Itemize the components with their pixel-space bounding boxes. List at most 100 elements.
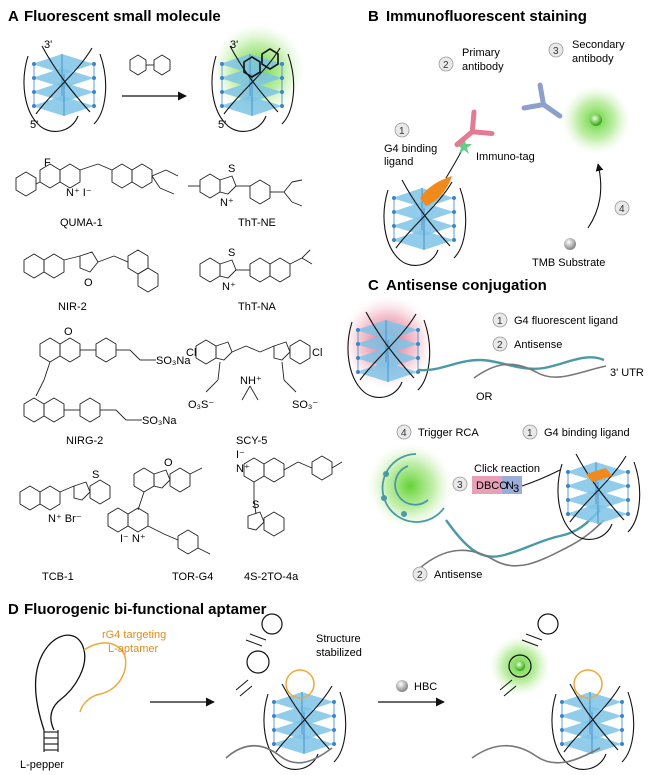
pepper-stem-d-right [499, 633, 543, 697]
panel-a: A Fluorescent small molecule 3' 5' 3' 5' [8, 8, 343, 583]
antisense-strand-bottom [445, 509, 601, 558]
compound-name-5: NIRG-2 [66, 435, 103, 447]
scy-cl-left: Cl [186, 347, 196, 359]
step-c1b-label: G4 binding ligand [544, 427, 630, 439]
scy-cl-right: Cl [312, 347, 322, 359]
immuno-tag-star-icon [456, 138, 472, 154]
step-b1-line2: ligand [384, 156, 413, 168]
step-c4-label: Trigger RCA [418, 427, 479, 439]
nir-2-o-atom: O [84, 277, 93, 289]
n3-box [502, 476, 522, 494]
step-b3-line2: antibody [572, 53, 614, 65]
l-pepper-label: L-pepper [20, 759, 64, 771]
panel-b-title: Immunofluorescent staining [386, 8, 587, 25]
signal-ball-icon [590, 114, 602, 126]
structure-tcb-1 [19, 479, 111, 511]
step-c2-num: 2 [497, 340, 503, 351]
step-c2b-badge [412, 566, 428, 582]
step-c1b-badge [522, 424, 538, 440]
step-c3-num: 3 [457, 480, 463, 491]
n3-label: N [506, 480, 514, 492]
nirg-o-atom-top: O [64, 326, 73, 338]
quma-f-atom: F [44, 157, 51, 169]
green-glow-rca [368, 444, 452, 528]
structure-tht-na [199, 249, 313, 283]
structure-scy-5 [195, 339, 311, 401]
step-c2b-num: 2 [417, 570, 423, 581]
rca-circle [381, 453, 445, 523]
dbco-label: DBCO [476, 480, 508, 492]
step-c1-num: 1 [497, 316, 503, 327]
nirg-so3na-bottom: SO₃Na [142, 415, 177, 427]
nirg-so3na-top: SO₃Na [156, 355, 191, 367]
step-c1b-num: 1 [527, 428, 533, 439]
step-b3-badge [548, 42, 564, 58]
panel-a-title: Fluorescent small molecule [24, 8, 221, 25]
pepper-bulge-d-right [508, 654, 532, 678]
label-5prime-left: 5' [30, 119, 38, 131]
label-3prime-right: 3' [230, 39, 238, 51]
step-c3-badge [452, 476, 468, 492]
panel-b: B Immunofluorescent staining Immuno-tag … [368, 8, 630, 269]
g4-structure-c-bottom [557, 453, 641, 541]
structure-4s-2to-4a [243, 455, 343, 537]
substrate-arrow [587, 163, 604, 229]
structure-tht-ne [188, 173, 303, 207]
compound-name-4: ThT-NA [238, 301, 277, 313]
pepper-loop-d-right [537, 613, 559, 635]
compound-name-7: TCB-1 [42, 571, 74, 583]
structure-tor-g4 [107, 467, 211, 555]
structure-quma-1 [15, 163, 179, 197]
stabilized-line2: stabilized [316, 647, 362, 659]
step-c2-badge [492, 336, 508, 352]
linker-line [445, 149, 463, 179]
label-3prime-left: 3' [44, 39, 52, 51]
tor-ome: O [164, 457, 173, 469]
tcb-br-atom: N⁺ Br⁻ [48, 513, 82, 525]
4s-n-atom: N⁺ [236, 463, 250, 475]
compound-name-9: 4S-2TO-4a [244, 571, 299, 583]
mrna-strand-bottom [419, 519, 605, 569]
structure-nir-2 [23, 249, 159, 293]
hbc-label: HBC [414, 681, 437, 693]
4s-i-atom: I⁻ [236, 449, 245, 461]
step-b2-line2: antibody [462, 61, 504, 73]
rca-inner-arc [394, 465, 429, 506]
rca-dot-3 [401, 511, 407, 517]
step-b4-label: TMB Substrate [532, 257, 605, 269]
antisense-strand-top [417, 356, 605, 372]
g4-ligand-orange [420, 176, 452, 206]
aptamer-loop-d-right [573, 669, 603, 699]
compound-name-1: QUMA-1 [60, 217, 103, 229]
step-c4-badge [396, 424, 412, 440]
bound-ligand-icon [243, 48, 279, 78]
scy-so3-right: SO₃⁻ [292, 399, 318, 411]
panel-c: C Antisense conjugation 3' UTR 1 G4 fluo… [342, 277, 644, 582]
pepper-bulge-d-middle [246, 650, 270, 674]
step-b1-badge [394, 122, 410, 138]
l-pepper-loop [34, 634, 86, 731]
step-b4-badge [614, 200, 630, 216]
tht-ne-n-atom: N⁺ [220, 197, 234, 209]
step-c2-label: Antisense [514, 339, 562, 351]
panel-a-letter: A [8, 8, 19, 25]
stabilized-line1: Structure [316, 633, 361, 645]
aptamer-loop-d-middle [285, 669, 315, 699]
l-aptamer-loop [79, 642, 127, 713]
panel-c-title: Antisense conjugation [386, 277, 547, 294]
rna-strand-d-right [471, 745, 601, 764]
step-b4-num: 4 [619, 204, 625, 215]
or-label: OR [476, 391, 493, 403]
compound-name-8: TOR-G4 [172, 571, 213, 583]
quma-n-atom: N⁺ I⁻ [66, 187, 92, 199]
step-b2-line1: Primary [462, 47, 500, 59]
hbc-ball-icon [396, 680, 408, 692]
rca-dot-1 [383, 471, 389, 477]
dbco-box [472, 476, 502, 494]
tcb-s-atom: S [92, 469, 99, 481]
step-c1-label: G4 fluorescent ligand [514, 315, 618, 327]
primary-antibody-icon [448, 112, 492, 155]
aptamer-label-line1: rG4 targeting [102, 629, 166, 641]
panel-c-letter: C [368, 277, 379, 294]
step-b2-badge [438, 56, 454, 72]
